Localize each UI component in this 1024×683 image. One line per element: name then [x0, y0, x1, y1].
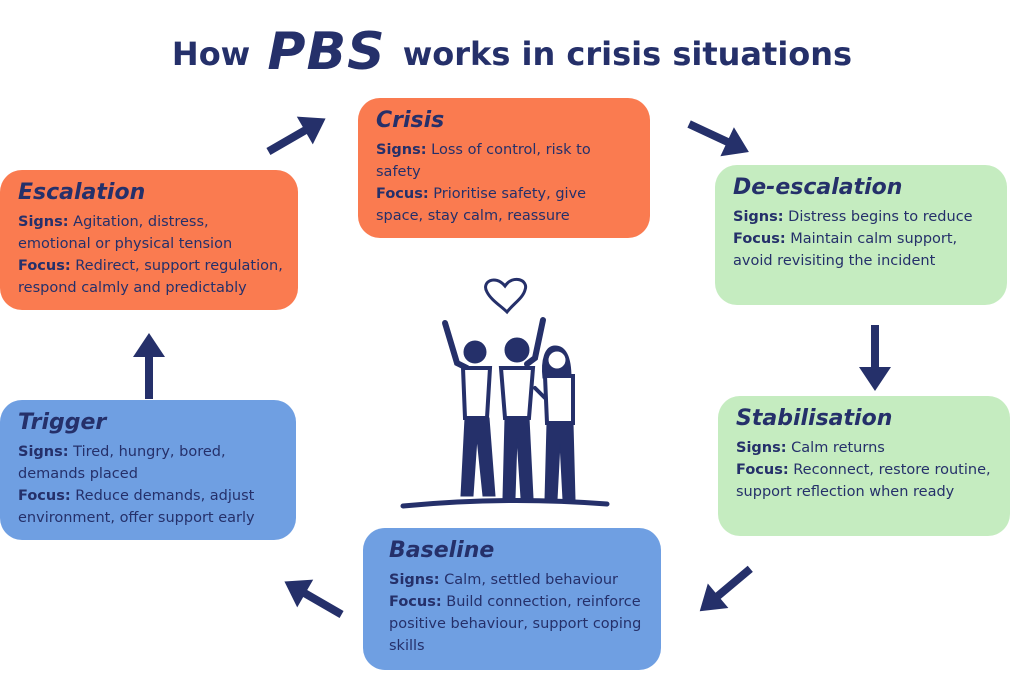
- arrow-crisis-to-deescalation-icon: [687, 120, 749, 157]
- arrow-escalation-to-crisis-icon: [266, 116, 326, 155]
- focus-label: Focus:: [733, 231, 786, 247]
- title-prefix: How: [171, 35, 251, 73]
- focus-label: Focus:: [18, 258, 71, 274]
- signs-text: Tired, hungry, bored, demands placed: [18, 444, 226, 482]
- signs-label: Signs:: [733, 209, 784, 225]
- focus-text: Redirect, support regulation, respond ca…: [18, 258, 283, 296]
- focus-text: Build connection, reinforce positive beh…: [389, 594, 642, 654]
- arrow-deescalation-to-stabilisation-icon: [859, 325, 891, 391]
- signs-label: Signs:: [736, 440, 787, 456]
- heart-icon: [484, 277, 528, 315]
- card-signs: Signs: Agitation, distress, emotional or…: [18, 211, 284, 255]
- arrow-stabilisation-to-baseline-icon: [699, 565, 753, 612]
- focus-text: Reconnect, restore routine, support refl…: [736, 462, 991, 500]
- card-focus: Focus: Maintain calm support, avoid revi…: [733, 228, 993, 272]
- focus-text: Maintain calm support, avoid revisiting …: [733, 231, 958, 269]
- card-title: Trigger: [18, 410, 107, 435]
- signs-label: Signs:: [18, 444, 69, 460]
- page-title: How PBS works in crisis situations: [0, 22, 1024, 82]
- card-focus: Focus: Redirect, support regulation, res…: [18, 255, 284, 299]
- stabilisation-card: Stabilisation Signs: Calm returns Focus:…: [718, 396, 1019, 545]
- card-focus: Focus: Prioritise safety, give space, st…: [376, 183, 636, 227]
- signs-text: Calm returns: [791, 440, 885, 456]
- signs-text: Distress begins to reduce: [788, 209, 973, 225]
- focus-label: Focus:: [376, 186, 429, 202]
- arrow-trigger-to-escalation-icon: [133, 333, 165, 399]
- card-title: Crisis: [376, 108, 445, 133]
- deescalation-card: De-escalation Signs: Distress begins to …: [715, 165, 1016, 314]
- card-signs: Signs: Distress begins to reduce: [733, 206, 993, 228]
- card-title: De-escalation: [733, 175, 903, 200]
- signs-text: Agitation, distress, emotional or physic…: [18, 214, 233, 252]
- crisis-card: Crisis Signs: Loss of control, risk to s…: [358, 98, 659, 247]
- card-focus: Focus: Reconnect, restore routine, suppo…: [736, 459, 996, 503]
- signs-label: Signs:: [389, 572, 440, 588]
- card-title: Baseline: [389, 538, 495, 563]
- focus-label: Focus:: [18, 488, 71, 504]
- people-celebrating-illustration: [400, 277, 610, 509]
- card-title: Stabilisation: [736, 406, 893, 431]
- card-title: Escalation: [18, 180, 146, 205]
- trigger-card: Trigger Signs: Tired, hungry, bored, dem…: [0, 400, 305, 549]
- signs-text: Calm, settled behaviour: [444, 572, 618, 588]
- focus-text: Prioritise safety, give space, stay calm…: [376, 186, 587, 224]
- escalation-card: Escalation Signs: Agitation, distress, e…: [0, 170, 307, 319]
- focus-label: Focus:: [389, 594, 442, 610]
- title-highlight: PBS: [267, 22, 386, 82]
- signs-label: Signs:: [376, 142, 427, 158]
- arrow-baseline-to-trigger-icon: [284, 579, 344, 618]
- focus-label: Focus:: [736, 462, 789, 478]
- card-signs: Signs: Loss of control, risk to safety: [376, 139, 636, 183]
- title-suffix: works in crisis situations: [402, 35, 853, 73]
- card-focus: Focus: Build connection, reinforce posit…: [389, 591, 647, 657]
- card-signs: Signs: Calm, settled behaviour: [389, 569, 647, 591]
- card-signs: Signs: Calm returns: [736, 437, 996, 459]
- focus-text: Reduce demands, adjust environment, offe…: [18, 488, 255, 526]
- signs-text: Loss of control, risk to safety: [376, 142, 591, 180]
- baseline-card: Baseline Signs: Calm, settled behaviour …: [363, 528, 670, 679]
- card-signs: Signs: Tired, hungry, bored, demands pla…: [18, 441, 282, 485]
- card-focus: Focus: Reduce demands, adjust environmen…: [18, 485, 282, 529]
- signs-label: Signs:: [18, 214, 69, 230]
